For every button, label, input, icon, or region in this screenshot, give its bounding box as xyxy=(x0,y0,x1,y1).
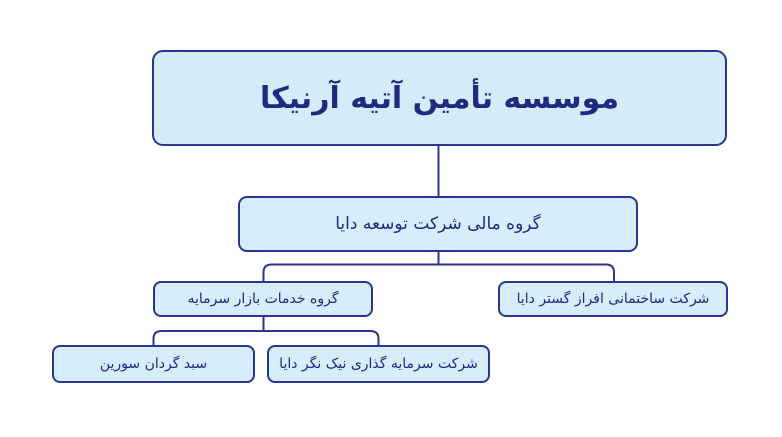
node-capital-market-services: گروه خدمات بازار سرمایه xyxy=(153,281,373,317)
node-root-label: موسسه تأمین آتیه آرنیکا xyxy=(259,80,620,116)
node-investment-company-label: شرکت سرمایه گذاری نیک نگر دایا xyxy=(279,355,478,372)
node-portfolio-manager-label: سبد گردان سورین xyxy=(99,355,208,372)
node-capital-market-services-label: گروه خدمات بازار سرمایه xyxy=(187,290,339,307)
node-construction-company-label: شرکت ساختمانی افراز گستر دایا xyxy=(516,290,710,307)
node-investment-company: شرکت سرمایه گذاری نیک نگر دایا xyxy=(267,345,490,383)
node-financial-group-label: گروه مالی شرکت توسعه دایا xyxy=(335,213,541,234)
node-portfolio-manager: سبد گردان سورین xyxy=(52,345,255,383)
node-construction-company: شرکت ساختمانی افراز گستر دایا xyxy=(498,281,728,317)
connector-l2-to-l3-rail xyxy=(262,263,615,281)
node-root: موسسه تأمین آتیه آرنیکا xyxy=(152,50,727,146)
connector-l3-to-l4-rail xyxy=(152,330,380,345)
node-financial-group: گروه مالی شرکت توسعه دایا xyxy=(238,196,638,252)
